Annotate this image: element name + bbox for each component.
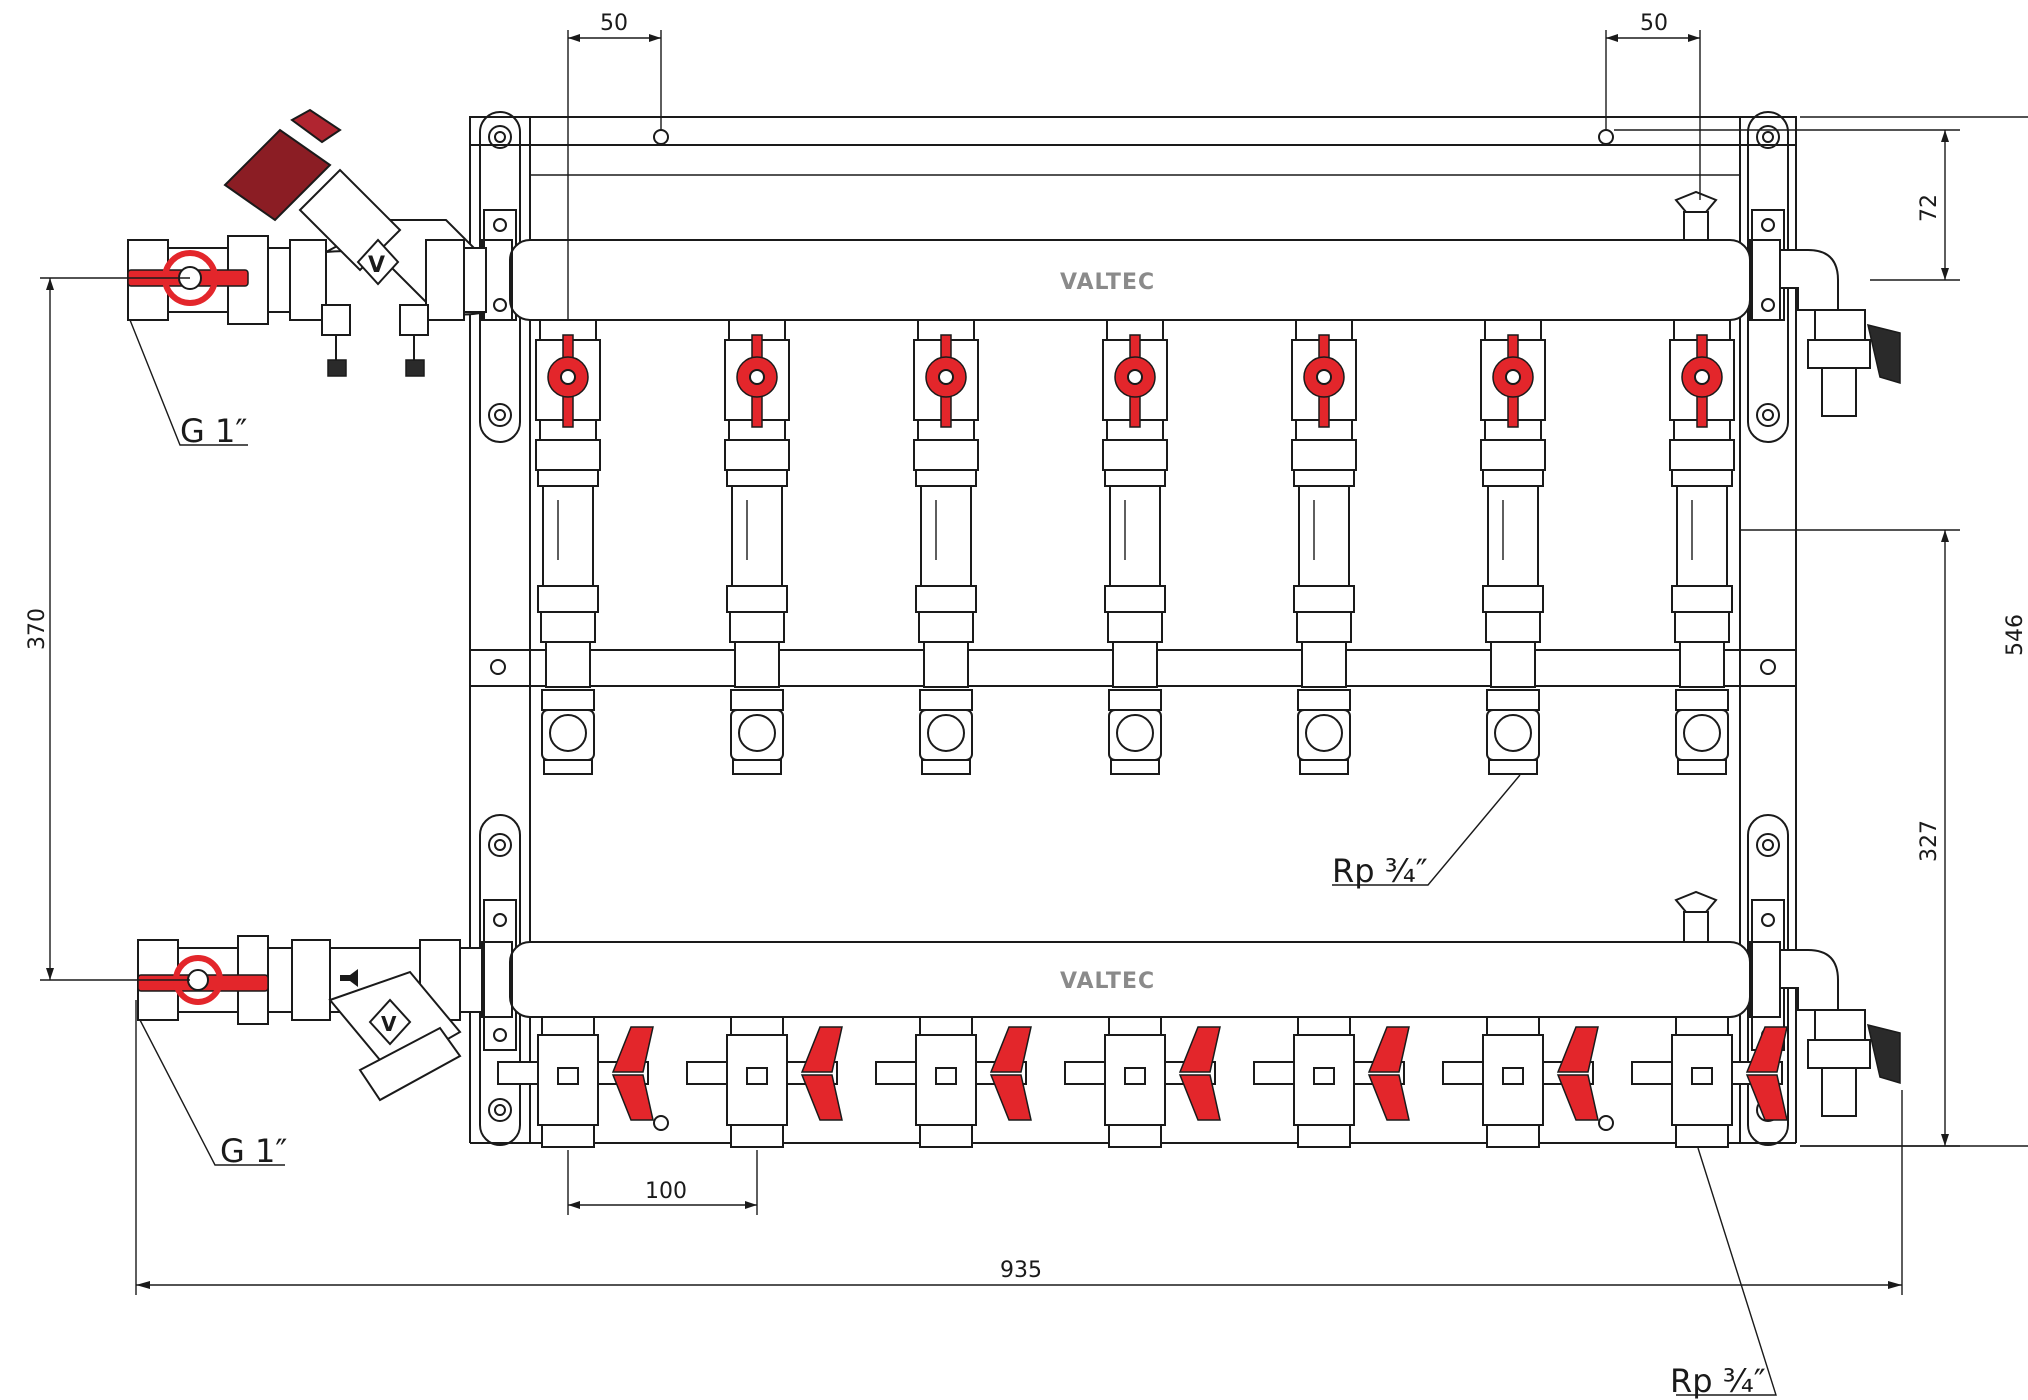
return-outlet	[1631, 1016, 1788, 1148]
dim-inlet-spacing: 370	[25, 608, 50, 650]
brand-logo-top: VALTEC	[1060, 270, 1155, 295]
return-outlets	[497, 1016, 1788, 1148]
brand-logo-bottom: VALTEC	[1060, 969, 1155, 994]
supply-outlet	[1669, 319, 1735, 775]
butterfly-handle-icon	[1745, 1026, 1788, 1121]
air-vent-icon	[1674, 190, 1718, 241]
dim-overall-height: 546	[2003, 614, 2028, 656]
supply-outlet	[913, 319, 979, 775]
dim-top-right-offset: 50	[1640, 11, 1668, 36]
strainer-icon: V	[328, 970, 462, 1102]
ball-valve-icon	[925, 334, 967, 428]
flow-meter-icon	[726, 469, 788, 613]
supply-outlet	[1291, 319, 1357, 775]
flow-meter-icon	[915, 469, 977, 613]
drain-valve-icon	[1779, 249, 1901, 417]
butterfly-handle-icon	[1178, 1026, 1221, 1121]
supply-outlets	[535, 319, 1735, 775]
flow-meter-icon	[1671, 469, 1733, 613]
thread-label-return-inlet: G 1″	[220, 1132, 287, 1170]
balancing-valve-icon: V	[356, 238, 400, 286]
flow-meter-icon	[1482, 469, 1544, 613]
drain-valve-icon	[1779, 949, 1901, 1117]
ball-valve-icon	[1492, 334, 1534, 428]
butterfly-handle-icon	[1556, 1026, 1599, 1121]
thread-label-supply-inlet: G 1″	[180, 412, 247, 450]
ball-valve-icon	[547, 334, 589, 428]
svg-text:V: V	[381, 1012, 397, 1036]
air-vent-icon	[1674, 890, 1718, 943]
flow-meter-icon	[1293, 469, 1355, 613]
ball-valve-icon	[736, 334, 778, 428]
return-outlet	[497, 1016, 654, 1148]
return-outlet	[1442, 1016, 1599, 1148]
ball-valve-icon	[1303, 334, 1345, 428]
supply-outlet	[724, 319, 790, 775]
flow-meter-icon	[537, 469, 599, 613]
return-outlet	[1253, 1016, 1410, 1148]
supply-outlet	[535, 319, 601, 775]
butterfly-handle-icon	[989, 1026, 1032, 1121]
thread-label-return-outlet: Rp ¾″	[1670, 1362, 1766, 1400]
svg-text:V: V	[368, 253, 385, 278]
dim-top-offset: 72	[1917, 194, 1942, 222]
butterfly-handle-icon	[800, 1026, 843, 1121]
dim-lower-height: 327	[1917, 820, 1942, 862]
butterfly-handle-icon	[611, 1026, 654, 1121]
leader-lines	[129, 319, 1777, 1396]
supply-inlet-assembly: V	[127, 108, 487, 377]
flow-meter-icon	[1104, 469, 1166, 613]
supply-outlet	[1480, 319, 1546, 775]
ball-valve-icon	[1681, 334, 1723, 428]
supply-outlet	[1102, 319, 1168, 775]
dimension-lines	[40, 30, 2028, 1295]
dim-top-left-offset: 50	[600, 11, 628, 36]
butterfly-handle-icon	[1367, 1026, 1410, 1121]
ball-valve-icon	[1114, 334, 1156, 428]
return-outlet	[875, 1016, 1032, 1148]
dim-outlet-spacing: 100	[645, 1179, 687, 1204]
return-inlet-assembly: V	[137, 935, 483, 1102]
return-manifold: VALTEC	[481, 941, 1781, 1018]
supply-manifold: VALTEC	[481, 239, 1781, 321]
thread-label-supply-outlet: Rp ¾″	[1332, 852, 1428, 890]
dim-overall-width: 935	[1000, 1258, 1042, 1283]
return-outlet	[686, 1016, 843, 1148]
return-outlet	[1064, 1016, 1221, 1148]
